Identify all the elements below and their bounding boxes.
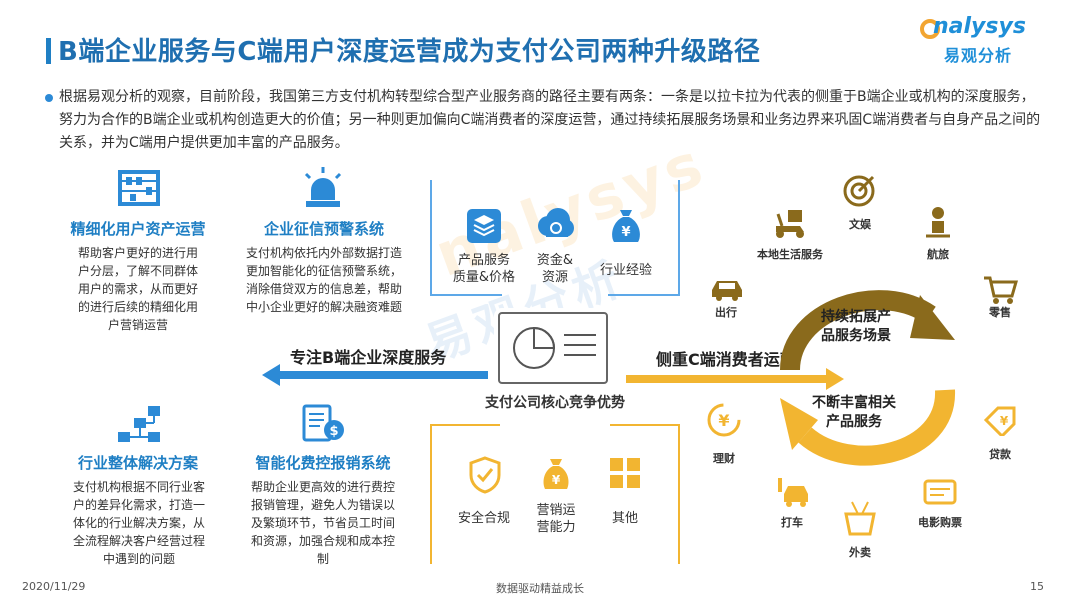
logo-text-en: nalysys xyxy=(933,14,1026,39)
taxi-hail-icon xyxy=(778,478,808,507)
loan-tag-icon: ¥ xyxy=(983,406,1016,436)
car-icon xyxy=(712,281,742,301)
top-bracket-right xyxy=(678,180,680,296)
top-bracket-left xyxy=(430,180,432,296)
svg-text:¥: ¥ xyxy=(718,411,729,430)
abacus-icon xyxy=(118,170,160,206)
bottom-bracket-right xyxy=(678,424,680,564)
shield-check-icon xyxy=(469,456,501,494)
feature-desc-industry-solution: 支付机构根据不同行业客户的差异化需求，打造一体化的行业解决方案，从全流程解决客户… xyxy=(72,480,205,566)
scene-label-movie-ticket: 电影购票 xyxy=(918,516,962,529)
bottom-bracket-top-left xyxy=(430,424,500,426)
scene-label-local-life: 本地生活服务 xyxy=(757,248,823,261)
core-box-line-3 xyxy=(564,354,596,356)
feature-title-expense-system: 智能化费控报销系统 xyxy=(255,454,391,472)
center-item-other: 其他 xyxy=(611,511,638,526)
scene-label-loan: 贷款 xyxy=(989,448,1011,461)
alarm-siren-icon xyxy=(304,167,342,207)
scene-label-takeout: 外卖 xyxy=(849,546,871,559)
flowchart-icon xyxy=(118,406,160,442)
b-end-arrow-label: 专注B端企业深度服务 xyxy=(290,348,447,367)
bottom-bracket-left xyxy=(430,424,432,564)
core-box-line-2 xyxy=(564,344,596,346)
traveler-icon xyxy=(926,207,950,238)
center-item-capital-resource: 资金& 资源 xyxy=(536,253,574,285)
top-bracket-bottom-right xyxy=(608,294,680,296)
analysys-logo xyxy=(912,10,1042,66)
scene-label-mobility: 出行 xyxy=(715,306,737,319)
footer-date: 2020/11/29 xyxy=(22,580,86,593)
wealth-coin-icon: ¥ xyxy=(707,403,741,437)
bottom-bracket-top-right xyxy=(610,424,680,426)
grid-squares-icon xyxy=(610,458,640,488)
page-title: B端企业服务与C端用户深度运营成为支付公司两种升级路径 xyxy=(58,37,761,67)
feature-title-user-asset: 精细化用户资产运营 xyxy=(70,220,206,238)
left-arrow-icon xyxy=(262,364,488,386)
svg-text:¥: ¥ xyxy=(552,473,561,487)
delivery-scooter-icon xyxy=(776,210,804,238)
center-item-marketing-operation: 营销运 营能力 xyxy=(536,503,576,535)
scene-label-wealth-management: 理财 xyxy=(713,452,735,465)
shopping-cart-icon xyxy=(984,276,1018,304)
title-accent-bar xyxy=(46,38,51,64)
logo-text-cn: 易观分析 xyxy=(944,46,1013,65)
svg-text:¥: ¥ xyxy=(1000,414,1009,428)
svg-text:$: $ xyxy=(329,424,338,439)
takeout-box-icon xyxy=(844,501,876,536)
feature-desc-credit-warning: 支付机构依托内外部数据打造更加智能化的征信预警系统，消除借贷双方的信息差，帮助中… xyxy=(246,246,403,314)
top-bracket-bottom-left xyxy=(430,294,502,296)
marketing-bag-icon: ¥ xyxy=(543,459,569,489)
scene-label-retail: 零售 xyxy=(989,306,1011,319)
feature-title-credit-warning: 企业征信预警系统 xyxy=(263,220,384,238)
scene-label-entertainment: 文娱 xyxy=(849,218,871,231)
footer-slogan: 数据驱动精益成长 xyxy=(496,582,584,595)
center-item-security-compliance: 安全合规 xyxy=(457,511,510,526)
product-layers-icon xyxy=(467,209,501,243)
feature-desc-expense-system: 帮助企业更高效的进行费控报销管理，避免人为错误以及繁琐环节，节省员工时间和资源，… xyxy=(250,480,395,566)
money-bag-icon: ¥ xyxy=(612,210,640,242)
cloud-money-icon xyxy=(538,208,574,237)
footer-page-number: 15 xyxy=(1030,580,1044,593)
core-box-line-1 xyxy=(564,334,596,336)
right-arrow-icon xyxy=(626,368,844,390)
svg-text:¥: ¥ xyxy=(621,225,630,240)
cycle-text-expand-scenes: 持续拓展产 品服务场景 xyxy=(821,309,891,344)
bullet-dot xyxy=(45,94,53,102)
feature-desc-user-asset: 帮助客户更好的进行用户分层，了解不同群体用户的需求，从而更好的进行后续的精细化用… xyxy=(77,246,198,332)
cycle-text-enrich-products: 不断丰富相关 产品服务 xyxy=(812,395,896,430)
center-item-industry-experience: 行业经验 xyxy=(599,263,652,278)
c-end-arrow-label: 侧重C端消费者运营 xyxy=(656,350,796,369)
expense-bill-icon: $ xyxy=(302,404,344,442)
cycle-arrows-icon xyxy=(780,290,955,466)
target-dart-icon xyxy=(843,175,875,207)
scene-label-taxi: 打车 xyxy=(781,516,803,529)
intro-paragraph: 根据易观分析的观察，目前阶段，我国第三方支付机构转型综合型产业服务商的路径主要有… xyxy=(59,89,1041,151)
logo-a-icon xyxy=(920,19,940,39)
scene-label-air-travel: 航旅 xyxy=(927,248,949,261)
movie-ticket-icon xyxy=(923,479,957,505)
core-advantage-label: 支付公司核心竞争优势 xyxy=(485,395,625,411)
pie-chart-icon xyxy=(513,326,556,369)
feature-title-industry-solution: 行业整体解决方案 xyxy=(77,454,198,472)
center-item-quality-price: 产品服务 质量&价格 xyxy=(452,253,516,285)
